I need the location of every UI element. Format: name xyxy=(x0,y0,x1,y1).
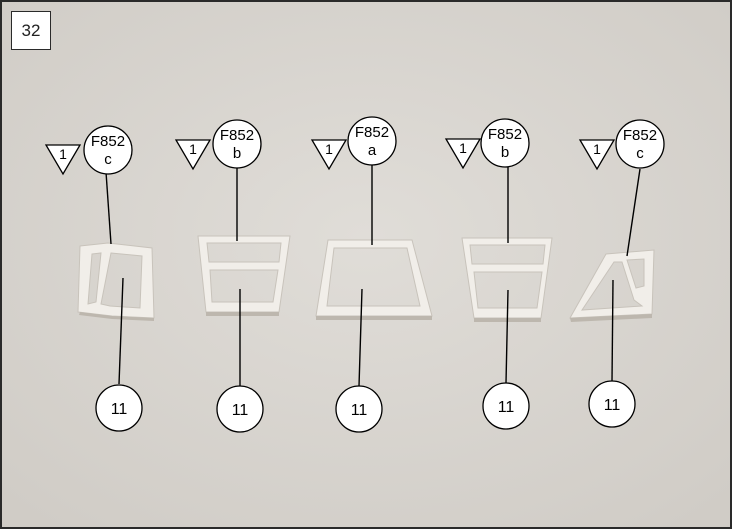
part-1-piece xyxy=(77,242,155,321)
label-part-4: 1 F852 b xyxy=(444,118,530,170)
callout-number: 11 xyxy=(232,402,249,419)
leader-lines xyxy=(105,164,641,387)
part-3-piece xyxy=(315,239,433,320)
part-code-circle xyxy=(212,119,262,169)
part-code: F852 xyxy=(488,126,522,143)
part-code-circle xyxy=(615,119,665,169)
callout-circle xyxy=(216,385,264,433)
quantity-label: 1 xyxy=(459,140,467,156)
part-4-piece xyxy=(461,237,553,322)
part-variant: b xyxy=(233,145,241,162)
step-number-box: 32 xyxy=(11,11,51,50)
quantity-label: 1 xyxy=(593,141,601,157)
callout-number: 11 xyxy=(351,402,368,419)
callout-number: 11 xyxy=(498,399,515,416)
callout-part-5: 11 xyxy=(588,380,636,428)
part-variant: c xyxy=(636,145,644,162)
part-variant: a xyxy=(368,142,377,159)
quantity-triangle xyxy=(174,139,212,171)
label-part-1: 1 F852 c xyxy=(44,125,133,176)
callout-circle xyxy=(95,384,143,432)
part-code: F852 xyxy=(623,127,657,144)
quantity-triangle xyxy=(578,139,616,171)
callout-number: 11 xyxy=(111,401,128,418)
part-variant: c xyxy=(104,151,112,168)
quantity-triangle xyxy=(44,144,82,176)
callout-number: 11 xyxy=(604,397,621,414)
part-2-piece xyxy=(197,235,291,316)
callout-part-1: 11 xyxy=(95,384,143,432)
part-5-piece xyxy=(569,249,655,322)
label-part-2: 1 F852 b xyxy=(174,119,262,171)
quantity-label: 1 xyxy=(325,141,333,157)
callout-part-4: 11 xyxy=(482,382,530,430)
label-part-3: 1 F852 a xyxy=(310,116,397,171)
callout-circle xyxy=(482,382,530,430)
part-code-circle xyxy=(83,125,133,175)
part-code: F852 xyxy=(220,127,254,144)
part-code-circle xyxy=(480,118,530,168)
callout-circle xyxy=(588,380,636,428)
part-variant: b xyxy=(501,144,509,161)
callout-circle xyxy=(335,385,383,433)
quantity-triangle xyxy=(444,138,482,170)
label-part-5: 1 F852 c xyxy=(578,119,665,171)
quantity-label: 1 xyxy=(189,141,197,157)
part-code: F852 xyxy=(355,124,389,141)
part-code-circle xyxy=(347,116,397,166)
step-number: 32 xyxy=(21,20,41,40)
quantity-triangle xyxy=(310,139,348,171)
callout-part-3: 11 xyxy=(335,385,383,433)
part-code: F852 xyxy=(91,133,125,150)
quantity-label: 1 xyxy=(59,146,67,162)
callout-part-2: 11 xyxy=(216,385,264,433)
